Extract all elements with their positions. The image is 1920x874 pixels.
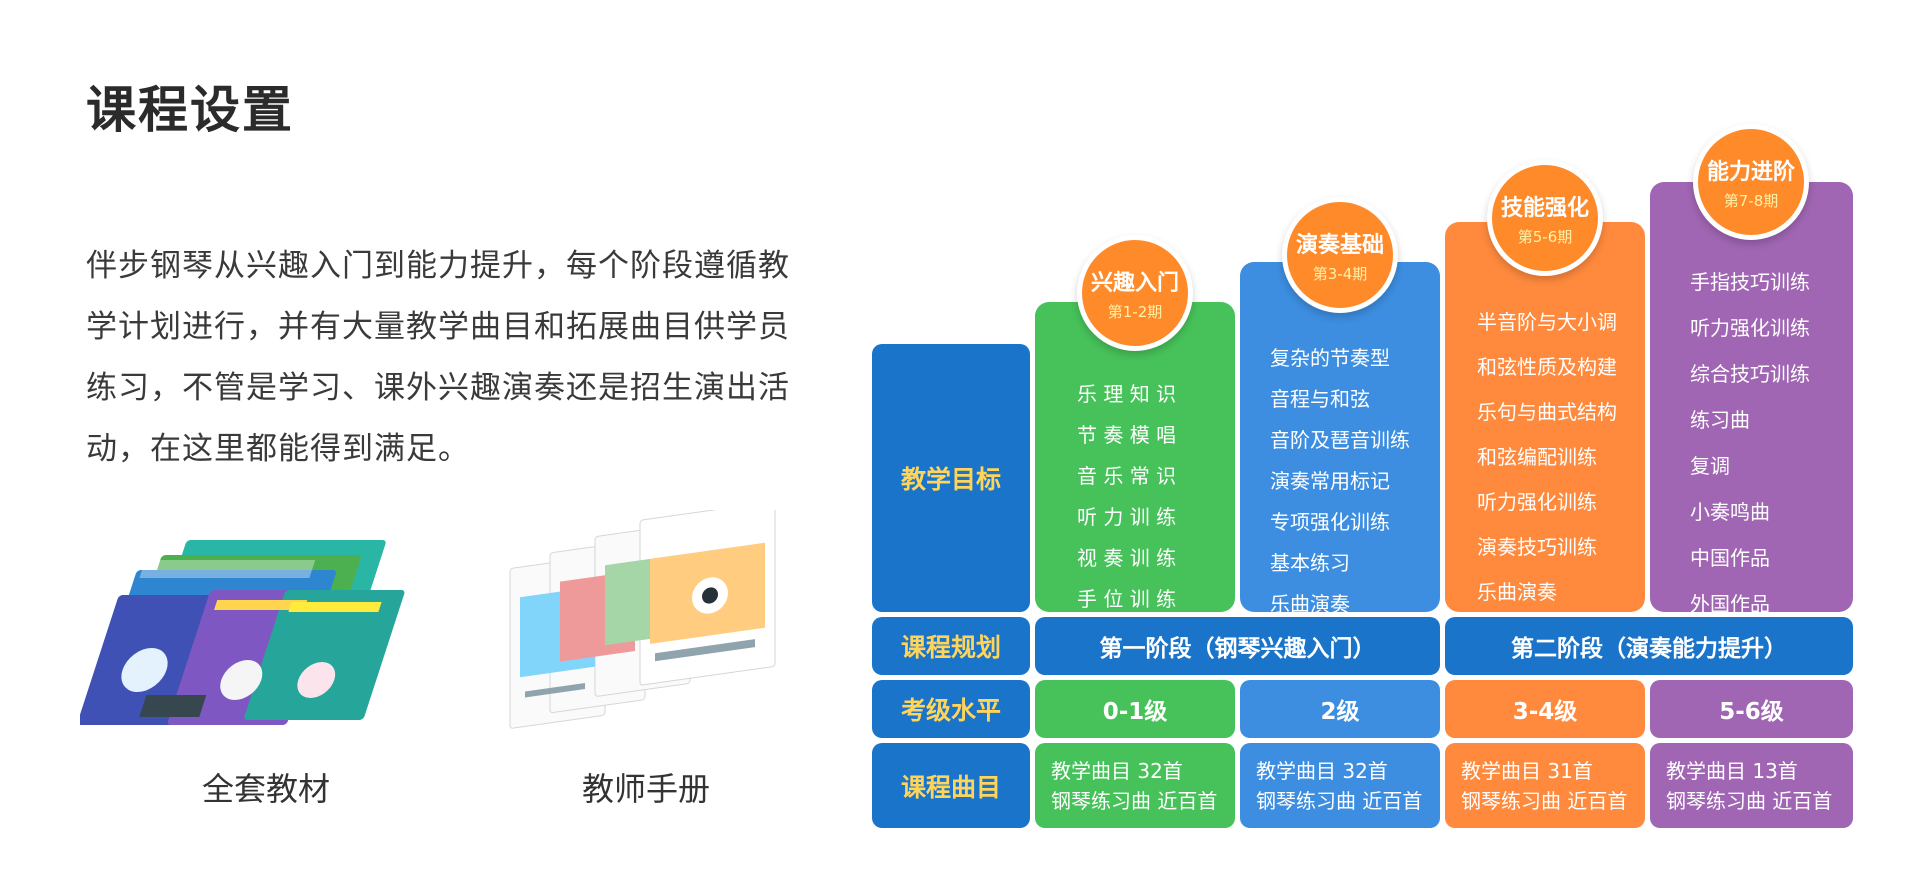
stage-2-etudes: 钢琴练习曲 近百首 xyxy=(1256,788,1423,813)
stage-2-badge: 演奏基础 第3-4期 xyxy=(1282,197,1398,313)
stage-1-goal-list: 乐 理 知 识 节 奏 模 唱 音 乐 常 识 听 力 训 练 视 奏 训 练 … xyxy=(1077,378,1176,612)
goal-item: 和弦性质及构建 xyxy=(1477,355,1617,379)
goal-item: 手指技巧训练 xyxy=(1690,270,1810,294)
stage-2-name: 演奏基础 xyxy=(1295,232,1384,258)
goal-item: 基本练习 xyxy=(1270,551,1350,575)
stage-4-level: 5-6级 xyxy=(1650,680,1853,738)
phase-2-label: 第二阶段（演奏能力提升） xyxy=(1445,617,1853,675)
goal-item: 音阶及琶音训练 xyxy=(1270,428,1410,452)
stage-1-level: 0-1级 xyxy=(1035,680,1235,738)
stage-2-songs: 教学曲目 32首 钢琴练习曲 近百首 xyxy=(1240,743,1440,828)
goal-item: 专项强化训练 xyxy=(1270,510,1390,534)
phase-1-label: 第一阶段（钢琴兴趣入门） xyxy=(1035,617,1440,675)
goal-item: 乐曲演奏 xyxy=(1477,580,1557,604)
stage-3-name: 技能强化 xyxy=(1500,195,1589,221)
stage-2-teaching-songs: 教学曲目 32首 xyxy=(1256,758,1388,783)
goal-item: 音 乐 常 识 xyxy=(1077,464,1177,488)
goal-item: 音程与和弦 xyxy=(1270,387,1370,411)
goal-item: 演奏常用标记 xyxy=(1270,469,1390,493)
goal-item: 乐句与曲式结构 xyxy=(1477,400,1617,424)
stage-4-goals-column: 手指技巧训练 听力强化训练 综合技巧训练 练习曲 复调 小奏鸣曲 中国作品 外国… xyxy=(1650,182,1853,616)
stage-3-songs: 教学曲目 31首 钢琴练习曲 近百首 xyxy=(1445,743,1645,828)
row-header-songs: 课程曲目 xyxy=(872,743,1030,828)
stage-1-songs: 教学曲目 32首 钢琴练习曲 近百首 xyxy=(1035,743,1235,828)
stage-4-badge: 能力进阶 第7-8期 xyxy=(1693,124,1809,240)
goal-item: 乐曲演奏 xyxy=(1270,592,1350,616)
teacher-manual: 教师手册 xyxy=(500,501,800,830)
stage-3-goal-list: 半音阶与大小调 和弦性质及构建 乐句与曲式结构 和弦编配训练 听力强化训练 演奏… xyxy=(1477,306,1617,605)
goal-item: 中国作品 xyxy=(1690,546,1770,570)
goal-item: 外国作品 xyxy=(1690,592,1770,616)
stage-3-badge: 技能强化 第5-6期 xyxy=(1487,160,1603,276)
goal-item: 节 奏 模 唱 xyxy=(1077,423,1177,447)
stage-3-goals-column: 半音阶与大小调 和弦性质及构建 乐句与曲式结构 和弦编配训练 听力强化训练 演奏… xyxy=(1445,222,1645,612)
stage-3-periods: 第5-6期 xyxy=(1517,227,1573,246)
goal-item: 和弦编配训练 xyxy=(1477,445,1597,469)
goal-item: 综合技巧训练 xyxy=(1690,362,1810,386)
goal-item: 半音阶与大小调 xyxy=(1477,310,1617,334)
goal-item: 听 力 训 练 xyxy=(1077,505,1177,529)
stage-1-goals-column: 乐 理 知 识 节 奏 模 唱 音 乐 常 识 听 力 训 练 视 奏 训 练 … xyxy=(1035,302,1235,612)
stage-2-periods: 第3-4期 xyxy=(1312,264,1368,283)
textbook-set-image xyxy=(77,530,480,750)
row-header-goals: 教学目标 xyxy=(872,344,1030,612)
textbook-set: 全套教材 xyxy=(77,530,480,830)
goal-item: 手 位 训 练 xyxy=(1077,587,1177,611)
goal-item: 听力强化训练 xyxy=(1477,490,1597,514)
goal-item: 练习曲 xyxy=(1690,408,1750,432)
stage-4-etudes: 钢琴练习曲 近百首 xyxy=(1666,788,1833,813)
stage-2-goal-list: 复杂的节奏型 音程与和弦 音阶及琶音训练 演奏常用标记 专项强化训练 基本练习 … xyxy=(1270,342,1410,617)
stage-4-periods: 第7-8期 xyxy=(1723,191,1779,210)
stage-2-level: 2级 xyxy=(1240,680,1440,738)
goal-item: 复杂的节奏型 xyxy=(1270,346,1390,370)
stage-3-teaching-songs: 教学曲目 31首 xyxy=(1461,758,1593,783)
stage-2-goals-column: 复杂的节奏型 音程与和弦 音阶及琶音训练 演奏常用标记 专项强化训练 基本练习 … xyxy=(1240,262,1440,616)
stage-4-teaching-songs: 教学曲目 13首 xyxy=(1666,758,1798,783)
stage-1-teaching-songs: 教学曲目 32首 xyxy=(1051,758,1183,783)
stage-1-badge: 兴趣入门 第1-2期 xyxy=(1077,235,1193,351)
stage-4-goal-list: 手指技巧训练 听力强化训练 综合技巧训练 练习曲 复调 小奏鸣曲 中国作品 外国… xyxy=(1690,266,1810,617)
goal-item: 复调 xyxy=(1690,454,1730,478)
stage-1-name: 兴趣入门 xyxy=(1090,270,1179,296)
page-title: 课程设置 xyxy=(86,81,294,139)
stage-1-etudes: 钢琴练习曲 近百首 xyxy=(1051,788,1218,813)
goal-item: 演奏技巧训练 xyxy=(1477,535,1597,559)
textbook-set-caption: 全套教材 xyxy=(202,770,331,808)
goal-item: 乐 理 知 识 xyxy=(1077,382,1177,406)
stage-4-songs: 教学曲目 13首 钢琴练习曲 近百首 xyxy=(1650,743,1853,828)
goal-item: 小奏鸣曲 xyxy=(1690,500,1770,524)
textbook-illustration xyxy=(77,540,405,725)
row-header-level: 考级水平 xyxy=(872,680,1030,738)
stage-3-level: 3-4级 xyxy=(1445,680,1645,738)
stage-4-name: 能力进阶 xyxy=(1706,159,1795,185)
teacher-manual-caption: 教师手册 xyxy=(582,770,711,808)
goal-item: 听力强化训练 xyxy=(1690,316,1810,340)
stage-3-etudes: 钢琴练习曲 近百首 xyxy=(1461,788,1628,813)
stage-1-periods: 第1-2期 xyxy=(1107,302,1163,321)
manual-illustration xyxy=(509,501,776,729)
row-header-plan: 课程规划 xyxy=(872,617,1030,675)
goal-item: 视 奏 训 练 xyxy=(1077,546,1177,570)
course-description: 伴步钢琴从兴趣入门到能力提升，每个阶段遵循教学计划进行，并有大量教学曲目和拓展曲… xyxy=(86,248,790,467)
teacher-manual-image xyxy=(500,501,800,740)
